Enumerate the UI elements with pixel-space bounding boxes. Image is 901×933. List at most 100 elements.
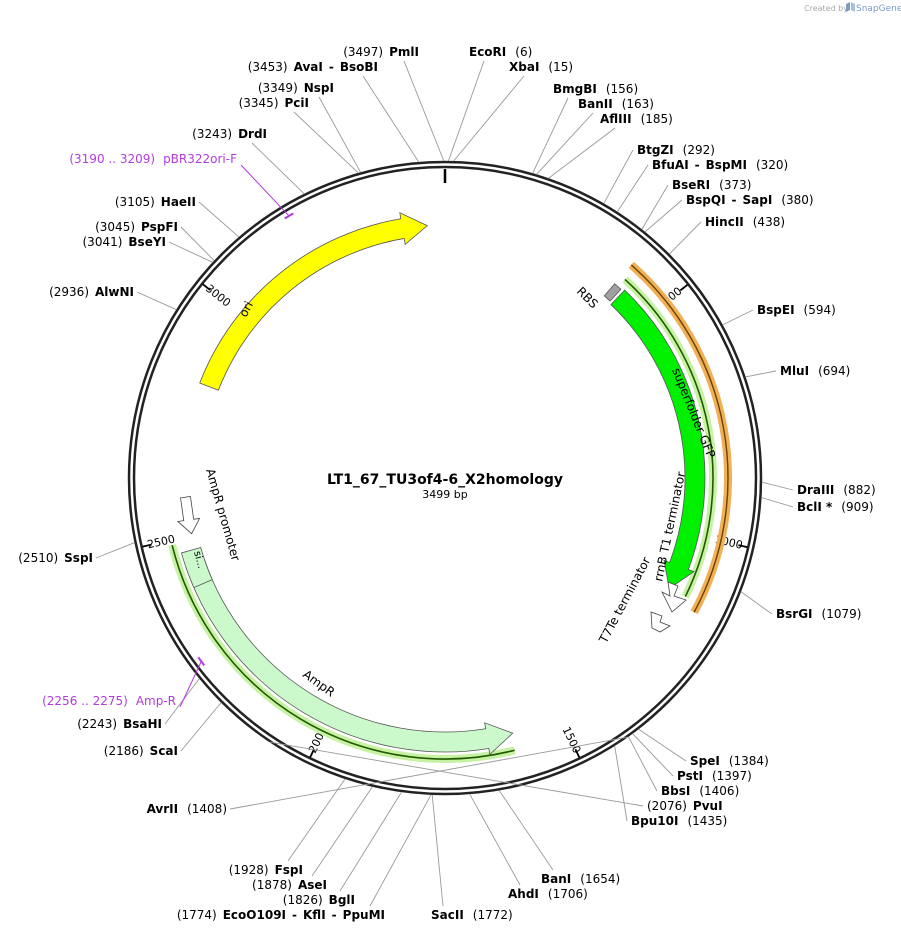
enzyme-position: (6) — [515, 45, 532, 59]
enzyme-name-alwni: AlwNI — [95, 285, 134, 299]
enzyme-label[interactable]: BanII(163) — [578, 97, 654, 111]
enzyme-name-ecori: EcoRI — [469, 45, 506, 59]
enzyme-position: (1408) — [187, 802, 227, 816]
enzyme-label[interactable]: (3453)AvaI-BsoBI — [248, 60, 378, 74]
feature-ori[interactable]: ori — [199, 212, 429, 391]
enzyme-position: (1384) — [729, 754, 769, 768]
enzyme-label[interactable]: (2243)BsaHI — [77, 717, 162, 731]
enzyme-leader-line — [532, 97, 569, 174]
enzyme-label[interactable]: SacII(1772) — [431, 908, 513, 922]
enzyme-name-bmgbi: BmgBI — [553, 82, 597, 96]
enzyme-label[interactable]: BsrGI (1079) — [776, 607, 861, 621]
primer-leader-line — [240, 164, 290, 217]
enzyme-label[interactable]: SpeI (1384) — [690, 754, 769, 768]
primer-label[interactable]: (3190 .. 3209)pBR322ori-F — [69, 152, 237, 166]
enzyme-label[interactable]: (2510)SspI — [18, 551, 93, 565]
enzyme-lines — [95, 60, 794, 907]
feature-ampr-promoter[interactable]: AmpR promoter — [175, 467, 243, 563]
enzyme-label[interactable]: (3243)DrdI — [192, 127, 267, 141]
enzyme-label[interactable]: (3349)NspI — [258, 81, 334, 95]
enzyme-leader-line — [740, 591, 773, 615]
enzyme-label[interactable]: (1928)FspI — [229, 863, 303, 877]
enzyme-label[interactable]: BmgBI(156) — [553, 82, 638, 96]
enzyme-name-banii: BanII — [578, 97, 613, 111]
enzyme-leader-line — [95, 542, 135, 559]
enzyme-name-spei: SpeI — [690, 754, 720, 768]
enzyme-name-psti: PstI — [677, 769, 703, 783]
enzyme-name-bseyi: BseYI — [128, 235, 166, 249]
enzyme-position: (1774) — [177, 908, 217, 922]
enzyme-label[interactable]: Bpu10I(1435) — [631, 814, 727, 828]
enzyme-name-bspei: BspEI — [757, 303, 795, 317]
enzyme-label[interactable]: BseRI (373) — [672, 178, 751, 192]
enzyme-label[interactable]: BbsI(1406) — [661, 784, 739, 798]
enzyme-name-bani: BanI — [541, 872, 571, 886]
tick-mark — [142, 543, 152, 548]
enzyme-leader-line — [761, 497, 794, 508]
enzyme-label[interactable]: (2936)AlwNI — [49, 285, 134, 299]
enzyme-position: (438) — [753, 215, 785, 229]
enzyme-label[interactable]: XbaI(15) — [509, 60, 573, 74]
enzyme-label[interactable]: (1878)AseI — [252, 878, 327, 892]
enzyme-name-scai: ScaI — [150, 744, 178, 758]
enzyme-label[interactable]: AvrII (1408) — [147, 802, 227, 816]
enzyme-position: (3453) — [248, 60, 288, 74]
enzyme-label[interactable]: (3345)PciI — [239, 96, 309, 110]
enzyme-leader-line — [638, 728, 687, 762]
enzyme-leader-line — [536, 112, 594, 175]
enzyme-position: (3349) — [258, 81, 298, 95]
enzyme-label[interactable]: HincII(438) — [705, 215, 785, 229]
enzyme-position: (3105) — [115, 195, 155, 209]
enzyme-position: (3045) — [95, 220, 135, 234]
enzyme-label[interactable]: (3105)HaeII — [115, 195, 196, 209]
primer-label[interactable]: (2256 .. 2275)Amp-R — [42, 694, 176, 708]
enzyme-label[interactable]: (2076)PvuI — [647, 799, 723, 813]
enzyme-leader-line — [269, 741, 644, 807]
enzyme-label[interactable]: BanI (1654) — [541, 872, 620, 886]
enzyme-label[interactable]: MluI(694) — [780, 364, 850, 378]
enzyme-name-bseri: BseRI — [672, 178, 710, 192]
enzyme-name-pvui: PvuI — [693, 799, 723, 813]
enzyme-label[interactable]: PstI(1397) — [677, 769, 752, 783]
enzyme-label[interactable]: AhdI(1706) — [508, 887, 588, 901]
enzyme-label[interactable]: DraIII(882) — [797, 483, 876, 497]
enzyme-leader-line — [168, 241, 213, 263]
enzyme-name-ahdi: AhdI — [508, 887, 539, 901]
enzyme-position: (373) — [719, 178, 751, 192]
feature-ampr[interactable]: AmpR — [168, 544, 516, 763]
enzyme-label[interactable]: (3045)PspFI — [95, 220, 178, 234]
credit-brand: SnapGene — [856, 4, 901, 14]
enzyme-label[interactable]: (1774)EcoO109I-KflI-PpuMI — [177, 908, 385, 922]
enzyme-label[interactable]: BspEI(594) — [757, 303, 836, 317]
enzyme-label[interactable]: BfuAI-BspMI(320) — [652, 158, 788, 172]
feature-signal-peptide[interactable]: si... — [180, 546, 213, 589]
enzyme-label[interactable]: AflIII(185) — [600, 112, 673, 126]
enzyme-leader-line — [469, 793, 521, 886]
enzyme-leader-line — [447, 60, 485, 162]
enzyme-label[interactable]: (2186)ScaI — [104, 744, 178, 758]
enzyme-position: (1826) — [283, 893, 323, 907]
enzyme-position: (1654) — [580, 872, 620, 886]
enzyme-label[interactable]: (1826)BglI — [283, 893, 355, 907]
enzyme-name-fspi: FspI — [275, 863, 303, 877]
enzyme-label[interactable]: BspQI-SapI(380) — [686, 193, 814, 207]
enzyme-name-drdi: DrdI — [238, 127, 267, 141]
enzyme-name-avrii: AvrII — [147, 802, 179, 816]
enzyme-label[interactable]: (3041)BseYI — [83, 235, 167, 249]
primer-leader-line — [179, 661, 202, 708]
primer-marks — [179, 164, 294, 708]
enzyme-label[interactable]: EcoRI (6) — [469, 45, 532, 59]
enzyme-leader-line — [251, 142, 305, 195]
enzyme-position: (1079) — [822, 607, 862, 621]
enzyme-leader-line — [722, 309, 754, 326]
tick-mark — [738, 544, 748, 549]
enzyme-name-bfuai: BfuAI — [652, 158, 689, 172]
enzyme-separator: - — [695, 158, 700, 172]
enzyme-label[interactable]: (3497)PmlI — [343, 45, 419, 59]
enzyme-position: (380) — [781, 193, 813, 207]
enzyme-label[interactable]: BclI *(909) — [797, 500, 874, 514]
feature-superfolder-gfp[interactable]: superfolder GFP — [610, 261, 732, 615]
enzyme-name-bsrgi: BsrGI — [776, 607, 813, 621]
enzyme-label[interactable]: BtgZI(292) — [637, 143, 715, 157]
